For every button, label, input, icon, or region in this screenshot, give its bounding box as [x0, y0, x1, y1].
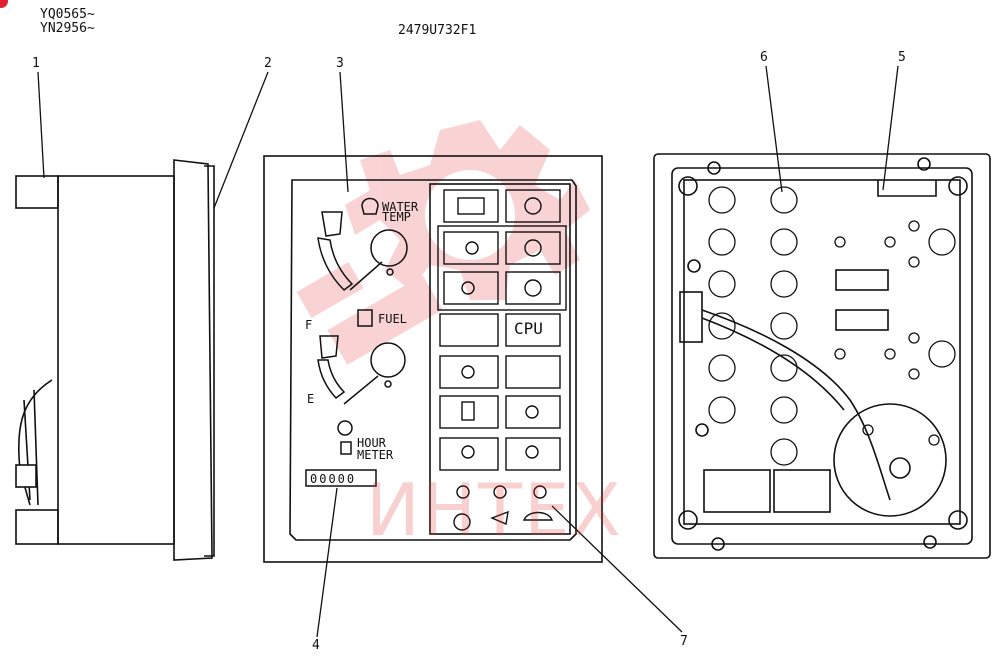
- callout-1: 1: [32, 56, 40, 71]
- side-view: [15, 159, 215, 561]
- hour-meter-digits: 00000: [310, 472, 357, 486]
- serial-range-1: YQ0565~: [40, 7, 95, 22]
- serial-range-2: YN2956~: [40, 21, 95, 36]
- callout-5: 5: [898, 50, 906, 65]
- fuel-empty-label: E: [307, 392, 315, 406]
- drawing-number: 2479U732F1: [398, 23, 477, 38]
- hour-meter-label-1: HOUR: [357, 436, 386, 450]
- front-panel: [263, 155, 603, 563]
- callout-2: 2: [264, 56, 272, 71]
- callout-4: 4: [312, 638, 320, 653]
- rear-sockets: [708, 186, 956, 466]
- indicator-tiles: [437, 189, 567, 531]
- water-temp-label-2: TEMP: [382, 210, 411, 224]
- rear-view: [653, 153, 991, 559]
- watermark-text: ИНТЕХ: [366, 468, 623, 552]
- hour-meter-label-2: METER: [357, 448, 394, 462]
- callout-6: 6: [760, 50, 768, 65]
- corner-marker: [0, 0, 8, 8]
- fuel-label: FUEL: [378, 312, 407, 326]
- cpu-label: CPU: [514, 319, 543, 338]
- water-temp-gauge: [317, 197, 408, 291]
- callout-3: 3: [336, 56, 344, 71]
- fuel-gauge: [305, 309, 406, 487]
- fuel-full-label: F: [305, 318, 313, 332]
- water-temp-label-1: WATER: [382, 200, 419, 214]
- callout-7: 7: [680, 634, 688, 649]
